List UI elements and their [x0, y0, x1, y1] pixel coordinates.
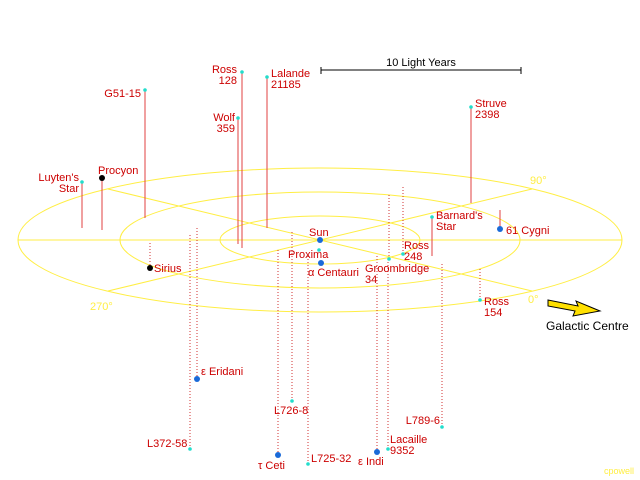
- ross154-star-dot: [478, 298, 482, 302]
- galactic-centre-arrow-icon: [547, 299, 602, 317]
- g51-15-label: G51-15: [104, 88, 141, 100]
- epsilon-eridani-star-dot: [194, 376, 200, 382]
- star-stems: [81, 72, 501, 464]
- galactic-centre-label: Galactic Centre: [546, 319, 629, 333]
- struve2398-star-dot: [469, 105, 473, 109]
- g51-15-star-dot: [143, 88, 147, 92]
- scale-bar: [320, 67, 522, 74]
- angle-label-0: 0°: [528, 294, 539, 306]
- l372-58-star-dot: [188, 447, 192, 451]
- procyon-label: Procyon: [98, 165, 138, 177]
- l372-58-label: L372-58: [147, 438, 187, 450]
- tau-ceti-star-dot: [275, 452, 281, 458]
- alpha-centauri-star-dot: [318, 260, 324, 266]
- 61-cygni-label: 61 Cygni: [506, 225, 549, 237]
- l789-6-star-dot: [440, 425, 444, 429]
- procyon-star-dot: [99, 175, 105, 181]
- 61-cygni-star-dot: [497, 226, 503, 232]
- lalande21185-star-dot: [265, 75, 269, 79]
- wolf359-star-dot: [236, 116, 240, 120]
- l726-8-label: L726-8: [274, 405, 308, 417]
- ross128-star-dot: [240, 70, 244, 74]
- barnards-star-star-dot: [430, 215, 434, 219]
- sun-label: Sun: [309, 227, 329, 239]
- alpha-centauri-label: α Centauri: [308, 267, 359, 279]
- luytens-star-star-dot: [80, 180, 84, 184]
- l789-6-label: L789-6: [406, 415, 440, 427]
- sirius-star-dot: [147, 265, 153, 271]
- l726-8-star-dot: [290, 399, 294, 403]
- angle-label-90: 90°: [530, 175, 547, 187]
- credit-text: cpowell: [604, 466, 634, 476]
- proxima-star-dot: [317, 248, 321, 252]
- angle-label-270: 270°: [90, 301, 113, 313]
- l725-32-label: L725-32: [311, 453, 351, 465]
- lacaille9352-star-dot: [386, 447, 390, 451]
- epsilon-indi-star-dot: [374, 449, 380, 455]
- epsilon-eridani-label: ε Eridani: [201, 366, 243, 378]
- proxima-label: Proxima: [288, 249, 329, 261]
- ross248-star-dot: [401, 252, 405, 256]
- scale-bar-label: 10 Light Years: [386, 57, 456, 69]
- l725-32-star-dot: [306, 462, 310, 466]
- tau-ceti-label: τ Ceti: [258, 460, 285, 472]
- epsilon-indi-label: ε Indi: [358, 456, 384, 468]
- groombridge34-star-dot: [387, 257, 391, 261]
- sun-star-dot: [317, 237, 323, 243]
- sirius-label: Sirius: [154, 263, 182, 275]
